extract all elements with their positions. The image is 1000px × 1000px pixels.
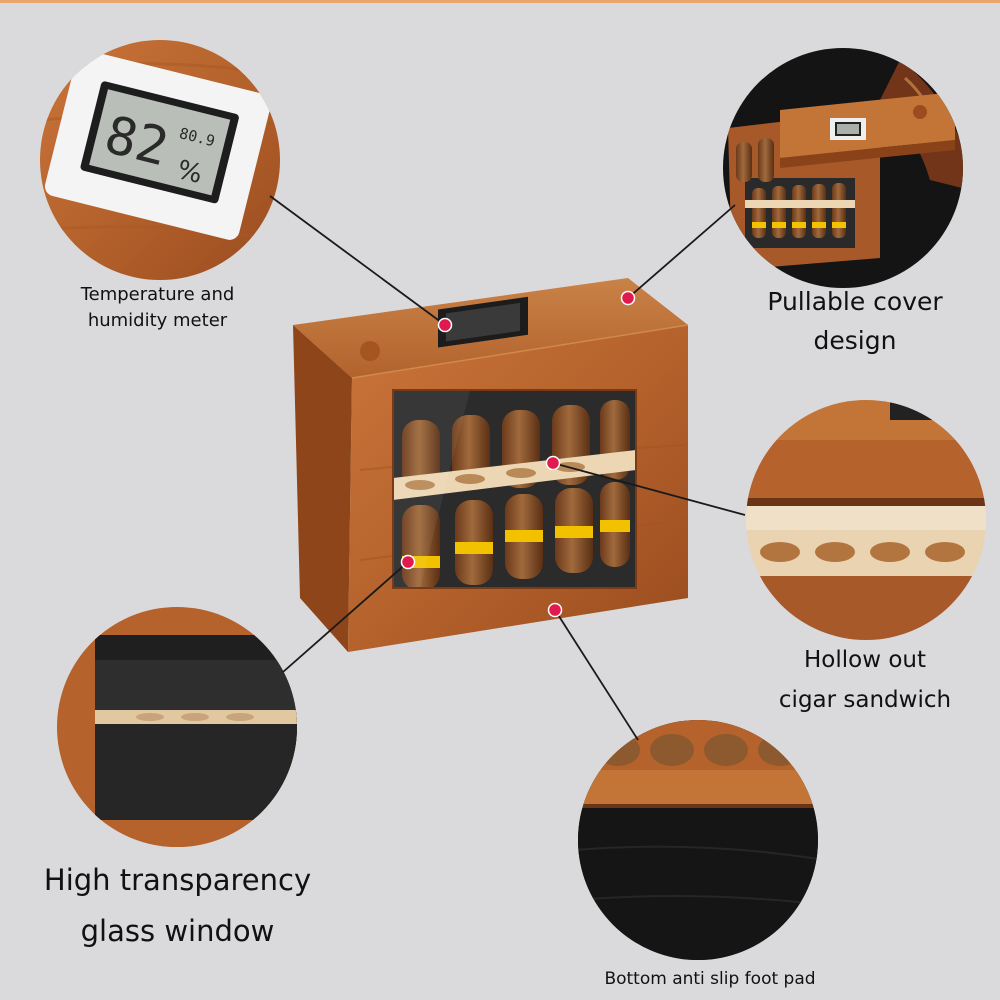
finger-hole	[360, 341, 380, 361]
glass-label-line1: High transparency	[43, 863, 312, 897]
hollow-sandwich-label: Hollow out cigar sandwich	[760, 640, 970, 721]
top-accent-bar	[0, 0, 1000, 3]
marker-sandwich	[545, 455, 561, 471]
pointer-line-cover	[627, 204, 736, 299]
marker-meter	[437, 317, 453, 333]
foot-pad-label: Bottom anti slip foot pad	[560, 967, 860, 992]
glass-window	[393, 390, 636, 588]
pullable-label-line1: Pullable cover	[767, 287, 943, 316]
pointer-line-glass	[282, 561, 409, 673]
marker-foot	[547, 602, 563, 618]
pointer-line-foot	[554, 609, 639, 741]
temperature-humidity-label: Temperature and humidity meter	[55, 282, 260, 334]
hollow-label-line1: Hollow out	[803, 647, 926, 673]
pullable-cover-circle	[723, 48, 963, 288]
temperature-label-line1: Temperature and	[80, 284, 235, 305]
markers	[400, 290, 636, 618]
pointer-line-sandwich	[552, 462, 746, 516]
hollow-sandwich-circle	[746, 400, 986, 640]
pointer-line-meter	[269, 195, 446, 326]
marker-cover	[620, 290, 636, 306]
glass-window-label: High transparency glass window	[35, 855, 320, 957]
foot-label-line1: Bottom anti slip foot pad	[604, 969, 816, 989]
pullable-cover-label: Pullable cover design	[745, 283, 965, 361]
glass-label-line2: glass window	[80, 913, 275, 948]
pullable-label-line2: design	[813, 325, 897, 355]
box-side	[293, 325, 352, 652]
meter-reading: 82	[99, 105, 174, 178]
pointer-lines	[269, 195, 746, 741]
meter-closeup-circle: 82 80.9 %	[40, 40, 280, 280]
glass-window-circle	[57, 607, 297, 847]
hollow-label-line2: cigar sandwich	[778, 687, 952, 714]
humidor-box	[293, 278, 689, 652]
temperature-label-line2: humidity meter	[87, 310, 228, 332]
foot-pad-circle	[578, 720, 818, 960]
marker-glass	[400, 554, 416, 570]
